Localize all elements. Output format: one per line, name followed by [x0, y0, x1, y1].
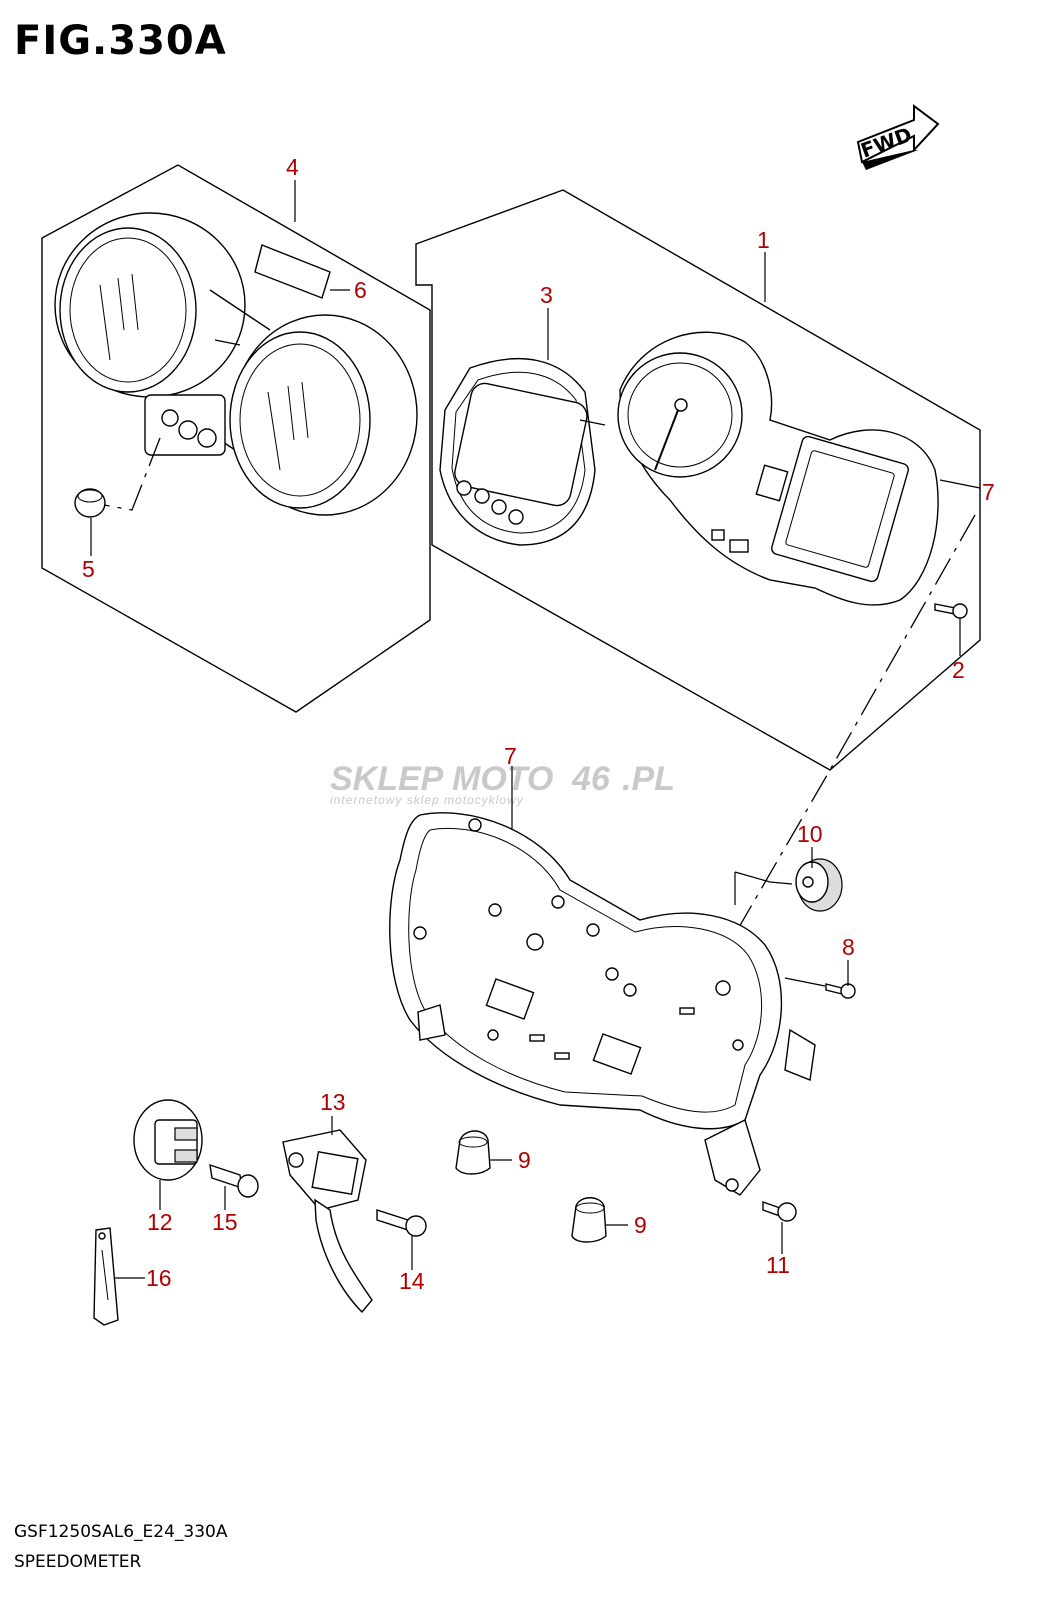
model-code: GSF1250SAL6_E24_330A [14, 1522, 228, 1542]
speedometer-box [415, 189, 981, 771]
callout-14: 14 [399, 1268, 425, 1294]
leader-lines [90, 180, 981, 1279]
watermark-b: MOTO [452, 760, 553, 798]
callout-9-upper: 9 [518, 1147, 531, 1173]
callout-3: 3 [540, 282, 553, 308]
rubber-cap-9b-part [571, 1197, 607, 1243]
callout-2: 2 [952, 657, 965, 683]
watermark-subtitle: internetowy sklep motocyklowy [330, 793, 524, 807]
screw-part [934, 603, 968, 619]
screw-8-part [825, 983, 856, 999]
callout-9-lower: 9 [634, 1212, 647, 1238]
watermark-d: .PL [622, 760, 675, 798]
rubber-cap-9a-part [455, 1130, 491, 1175]
cap-part [74, 488, 106, 518]
callout-5: 5 [82, 556, 95, 582]
watermark: SKLEP MOTO 46 .PL internetowy sklep moto… [330, 760, 675, 807]
speedometer-unit-part [617, 331, 939, 606]
figure-name: SPEEDOMETER [14, 1552, 142, 1572]
watermark-a: SKLEP [330, 760, 444, 798]
callout-16: 16 [146, 1265, 172, 1291]
figure-title: FIG.330A [14, 18, 227, 64]
callout-4: 4 [286, 154, 299, 180]
clamp-16-part [93, 1227, 119, 1326]
callout-7: 7 [504, 743, 517, 769]
callout-numbers: 4 1 3 6 5 7 2 7 10 8 13 9 9 12 15 11 16 … [82, 154, 995, 1294]
screw-11-part [762, 1201, 797, 1222]
screw-14-part [376, 1209, 427, 1237]
socket-12-part [133, 1099, 203, 1181]
harness-13-part [282, 1129, 373, 1314]
callout-12: 12 [147, 1209, 173, 1235]
callout-13: 13 [320, 1089, 346, 1115]
fwd-arrow-icon: FWD [856, 104, 940, 170]
callout-10: 10 [797, 821, 823, 847]
grommet-part [795, 858, 843, 912]
callout-8: 8 [842, 934, 855, 960]
callout-6: 6 [354, 277, 367, 303]
bezel-part [439, 357, 606, 546]
meter-case-part [54, 212, 418, 516]
label-strip-part [254, 244, 331, 299]
watermark-c: 46 [571, 760, 611, 798]
bulb-15-part [209, 1163, 259, 1198]
callout-1: 1 [757, 227, 770, 253]
meter-case-box [41, 164, 431, 713]
lower-case-part [389, 812, 816, 1196]
callout-7-upper: 7 [982, 479, 995, 505]
callout-11: 11 [766, 1252, 790, 1278]
callout-15: 15 [212, 1209, 238, 1235]
